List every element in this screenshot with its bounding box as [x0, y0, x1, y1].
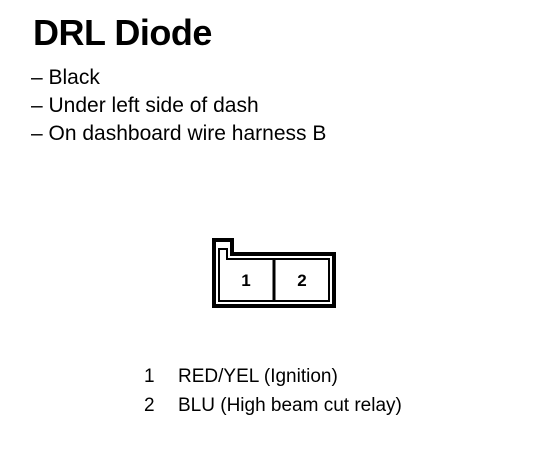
connector-housing: [212, 238, 336, 308]
pin-1-label: 1: [241, 271, 250, 290]
pin-assignment-row: 2 BLU (High beam cut relay): [140, 391, 402, 420]
note-location: – Under left side of dash: [31, 94, 259, 117]
pin-number: 2: [144, 395, 155, 416]
connector-cavity: [218, 248, 330, 302]
connector-diagram: 1 2: [212, 238, 336, 308]
note-harness: – On dashboard wire harness B: [31, 122, 327, 145]
pin-assignment-row: 1 RED/YEL (Ignition): [140, 362, 402, 391]
pin-2-label: 2: [297, 271, 306, 290]
pin-wire: BLU (High beam cut relay): [178, 395, 402, 416]
pin-wire: RED/YEL (Ignition): [178, 366, 338, 387]
component-title: DRL Diode: [33, 12, 212, 53]
pin-assignment-list: 1 RED/YEL (Ignition) 2 BLU (High beam cut …: [140, 362, 402, 420]
note-color: – Black: [31, 66, 100, 89]
component-notes: – Black – Under left side of dash – On d…: [31, 64, 326, 148]
pin-number: 1: [144, 366, 155, 387]
